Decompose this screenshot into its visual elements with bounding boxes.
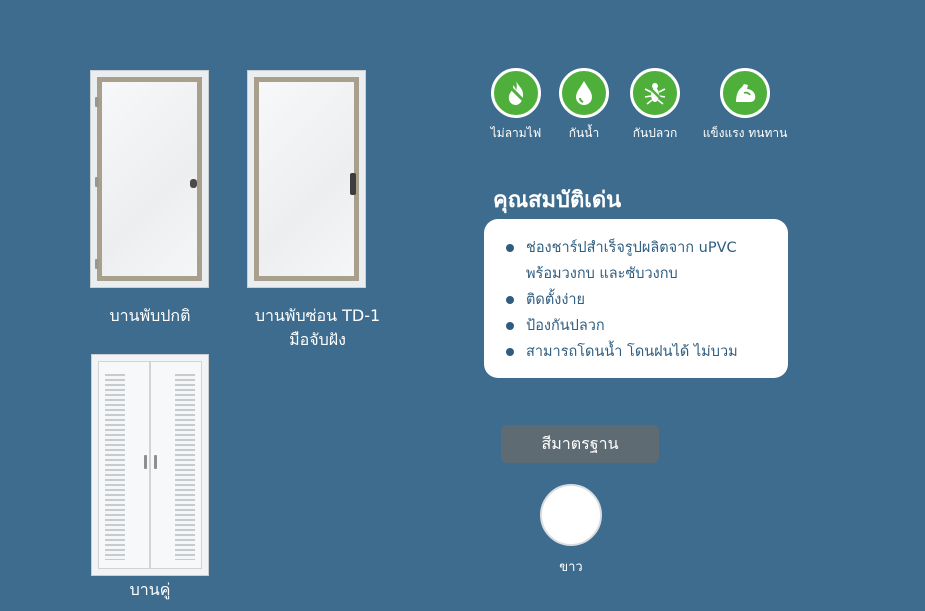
door-concealed-hinge-image: [247, 70, 366, 288]
door-caption-double: บานคู่: [129, 580, 171, 599]
door-lock: [350, 173, 356, 195]
standard-colors-button[interactable]: สีมาตรฐาน: [501, 425, 659, 463]
list-item: ช่องชาร์ปสำเร็จรูปผลิตจาก uPVC พร้อมวงกบ…: [506, 235, 776, 287]
strength-icon: [720, 68, 770, 118]
properties-title: คุณสมบัติเด่น: [493, 188, 622, 213]
door-handle-left: [144, 455, 147, 469]
door-handle-right: [154, 455, 157, 469]
door-caption-normal: บานพับปกติ: [109, 306, 191, 325]
color-swatch-label: ขาว: [559, 560, 583, 575]
list-item: ติดตั้งง่าย: [506, 287, 776, 313]
water-drop-icon: [559, 68, 609, 118]
properties-list: ช่องชาร์ปสำเร็จรูปผลิตจาก uPVC พร้อมวงกบ…: [506, 235, 776, 365]
list-item: ป้องกันปลวก: [506, 313, 776, 339]
properties-panel: ช่องชาร์ปสำเร็จรูปผลิตจาก uPVC พร้อมวงกบ…: [484, 219, 788, 378]
feature-waterproof: กันน้ำ: [534, 68, 634, 143]
feature-termite-proof: กันปลวก: [605, 68, 705, 143]
feature-strength: แข็งแรง ทนทาน: [695, 68, 795, 143]
door-knob: [190, 179, 197, 188]
color-swatch-white[interactable]: [540, 484, 602, 546]
feature-fire-resistant: ไม่ลามไฟ: [466, 68, 566, 143]
list-item: สามารถโดนน้ำ โดนฝนได้ ไม่บวม: [506, 339, 776, 365]
door-normal-hinge-image: [90, 70, 209, 288]
door-double-image: [91, 354, 209, 576]
termite-icon: [630, 68, 680, 118]
fire-resistant-icon: [491, 68, 541, 118]
door-caption-concealed: บานพับซ่อน TD-1 มือจับฝัง: [254, 306, 381, 349]
